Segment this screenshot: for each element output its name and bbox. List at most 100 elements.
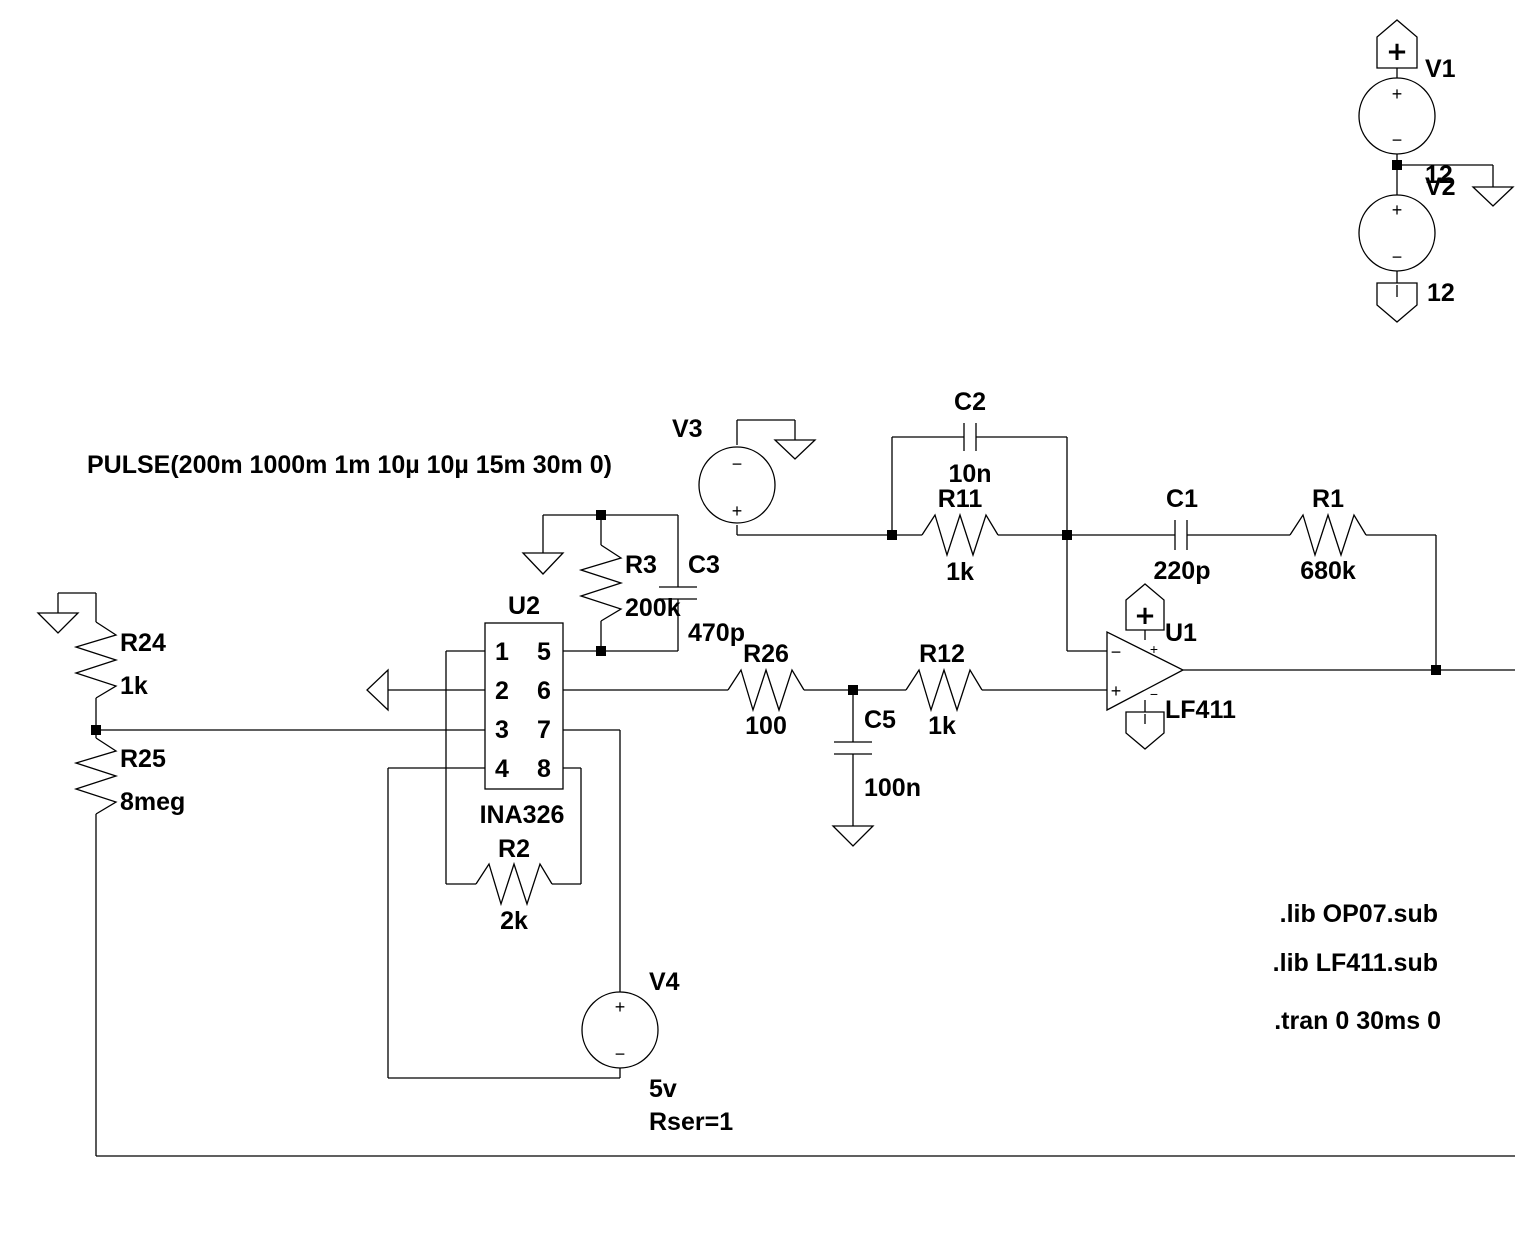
r12-value-label: 1k bbox=[928, 712, 956, 740]
svg-text:−: − bbox=[615, 1044, 626, 1064]
resistor-r3[interactable] bbox=[578, 544, 624, 622]
capacitor-c1[interactable] bbox=[1174, 520, 1188, 550]
u1-name-label: U1 bbox=[1165, 619, 1197, 647]
junction-dot bbox=[596, 646, 606, 656]
u2-pin-4: 4 bbox=[495, 755, 509, 783]
svg-text:−: − bbox=[1392, 130, 1403, 150]
ground-icon bbox=[1471, 186, 1515, 207]
r2-name-label: R2 bbox=[498, 835, 530, 863]
r24-value-label: 1k bbox=[120, 672, 148, 700]
v4-name-label: V4 bbox=[649, 968, 680, 996]
u2-pin-2: 2 bbox=[495, 677, 509, 705]
r3-name-label: R3 bbox=[625, 551, 657, 579]
ic-body bbox=[484, 622, 564, 790]
u2-pin-3: 3 bbox=[495, 716, 509, 744]
r25-name-label: R25 bbox=[120, 745, 166, 773]
r3-value-label: 200k bbox=[625, 594, 681, 622]
junction-dot bbox=[1392, 160, 1402, 170]
svg-text:+: + bbox=[1111, 681, 1122, 701]
r11-value-label: 1k bbox=[946, 558, 974, 586]
voltage-source-icon bbox=[581, 991, 659, 1069]
c3-name-label: C3 bbox=[688, 551, 720, 579]
voltage-source-v3[interactable]: − + bbox=[698, 446, 776, 524]
u1-vcc-flag-icon bbox=[1125, 583, 1165, 631]
resistor-r11[interactable] bbox=[921, 512, 999, 558]
opamp-u1[interactable]: − + + − bbox=[1106, 630, 1185, 712]
r12-name-label: R12 bbox=[919, 640, 965, 668]
ground-icon bbox=[831, 825, 875, 847]
v4-value-label: 5v bbox=[649, 1075, 677, 1103]
u2-pin-8: 8 bbox=[537, 755, 551, 783]
directive-lib-op07[interactable]: .lib OP07.sub bbox=[1280, 900, 1438, 928]
c3-value-label: 470p bbox=[688, 619, 745, 647]
u1-model-label: LF411 bbox=[1165, 696, 1236, 724]
svg-text:+: + bbox=[615, 997, 626, 1017]
v3-name-label: V3 bbox=[672, 415, 703, 443]
c2-name-label: C2 bbox=[954, 388, 986, 416]
ground-symbols bbox=[36, 186, 1515, 847]
directive-tran[interactable]: .tran 0 30ms 0 bbox=[1274, 1007, 1441, 1035]
r26-name-label: R26 bbox=[743, 640, 789, 668]
svg-text:−: − bbox=[1392, 247, 1403, 267]
ground-icon bbox=[36, 612, 80, 634]
voltage-source-icon bbox=[1358, 194, 1436, 272]
u2-model-label: INA326 bbox=[480, 801, 565, 829]
supply-flags: + + bbox=[1125, 19, 1418, 750]
v1-name-label: V1 bbox=[1425, 55, 1456, 83]
v4-param-label: Rser=1 bbox=[649, 1108, 733, 1136]
svg-text:−: − bbox=[1111, 642, 1122, 662]
u2-pin-5: 5 bbox=[537, 638, 551, 666]
svg-text:−: − bbox=[732, 454, 743, 474]
junction-dot bbox=[91, 725, 101, 735]
capacitor-c5[interactable] bbox=[834, 741, 872, 755]
c1-name-label: C1 bbox=[1166, 485, 1198, 513]
c1-value-label: 220p bbox=[1154, 557, 1211, 585]
junction-dot bbox=[887, 530, 897, 540]
directive-lib-lf411[interactable]: .lib LF411.sub bbox=[1273, 949, 1438, 977]
r24-name-label: R24 bbox=[120, 629, 166, 657]
r1-name-label: R1 bbox=[1312, 485, 1344, 513]
opamp-triangle-icon bbox=[1106, 630, 1185, 712]
svg-text:+: + bbox=[732, 501, 743, 521]
ic-u2[interactable]: 1 2 3 4 5 6 7 8 bbox=[484, 622, 564, 790]
component-labels: V1 12 V2 12 V3 PULSE(200m 1000m 1m 10µ 1… bbox=[87, 55, 1456, 1136]
vcc-flag-icon bbox=[1376, 19, 1418, 69]
v2-name-label: V2 bbox=[1425, 173, 1456, 201]
capacitor-c2[interactable] bbox=[963, 423, 977, 451]
vee-flag-icon bbox=[1376, 282, 1418, 323]
r25-value-label: 8meg bbox=[120, 788, 185, 816]
r1-value-label: 680k bbox=[1300, 557, 1356, 585]
c2-value-label: 10n bbox=[948, 460, 991, 488]
voltage-source-v4[interactable]: + − bbox=[581, 991, 659, 1069]
voltage-source-v1[interactable]: + − bbox=[1358, 77, 1436, 155]
resistor-r1[interactable] bbox=[1289, 512, 1367, 558]
svg-text:−: − bbox=[1150, 686, 1158, 702]
svg-text:+: + bbox=[1392, 84, 1403, 104]
junction-dot bbox=[1062, 530, 1072, 540]
r11-name-label: R11 bbox=[938, 485, 983, 513]
resistor-r12[interactable] bbox=[905, 667, 983, 713]
voltage-source-icon bbox=[1358, 77, 1436, 155]
junction-dot bbox=[1431, 665, 1441, 675]
r26-value-label: 100 bbox=[745, 712, 787, 740]
vcc-plus-sign: + bbox=[1386, 37, 1408, 67]
voltage-source-v2[interactable]: + − bbox=[1358, 194, 1436, 272]
junction-dot bbox=[848, 685, 858, 695]
capacitor-c3[interactable] bbox=[659, 586, 697, 600]
u1-vcc-plus-sign: + bbox=[1134, 601, 1156, 631]
resistor-r24[interactable] bbox=[73, 621, 119, 699]
resistor-r25[interactable] bbox=[73, 737, 119, 815]
svg-text:+: + bbox=[1392, 200, 1403, 220]
u2-pin-1: 1 bbox=[495, 638, 509, 666]
ground-icon bbox=[366, 668, 389, 712]
u2-pin-6: 6 bbox=[537, 677, 551, 705]
u1-vee-flag-icon bbox=[1125, 711, 1165, 750]
ground-icon bbox=[773, 439, 817, 460]
spice-directives: .lib OP07.sub .lib LF411.sub .tran 0 30m… bbox=[1273, 900, 1441, 1035]
resistor-r2[interactable] bbox=[475, 861, 553, 907]
resistor-r26[interactable] bbox=[727, 667, 805, 713]
c5-name-label: C5 bbox=[864, 706, 896, 734]
c5-value-label: 100n bbox=[864, 774, 921, 802]
u2-name-label: U2 bbox=[508, 592, 540, 620]
